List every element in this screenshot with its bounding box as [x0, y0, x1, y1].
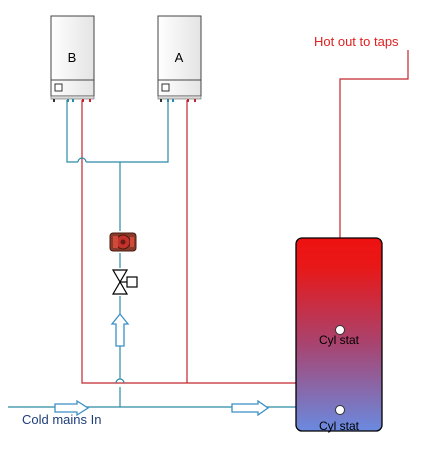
- cyl-stat-lower-label: Cyl stat: [319, 419, 360, 433]
- motorised-valve: [111, 269, 138, 295]
- boiler-b-label: B: [68, 50, 77, 65]
- circulating-pump: [109, 232, 137, 252]
- hot-out-pipe: [339, 50, 409, 240]
- cyl-stat-lower-sensor: [335, 405, 345, 415]
- riser-up-arrow: [110, 312, 130, 347]
- cold-manifold: [86, 100, 169, 163]
- hot-water-cylinder: Cyl stat Cyl stat: [295, 237, 383, 433]
- pipe-crossover-main: [115, 378, 125, 384]
- cylinder-feed-arrow: [231, 399, 270, 417]
- flow-arrows: [54, 312, 270, 417]
- boiler-b-hot-pipe: [81, 100, 296, 384]
- boiler-a: A: [157, 15, 202, 102]
- inlet-arrow: [54, 399, 90, 417]
- pipe-crossover-b: [77, 157, 87, 163]
- cold-mains-label: Cold mains In: [22, 412, 101, 427]
- hot-pipework: [81, 50, 409, 384]
- cyl-stat-upper-label: Cyl stat: [319, 333, 360, 347]
- hot-out-label: Hot out to taps: [314, 34, 399, 49]
- cyl-stat-upper-sensor: [335, 325, 345, 335]
- boiler-b: B: [50, 15, 95, 102]
- boiler-b-cold-pipe: [66, 100, 78, 163]
- cold-pipework: [8, 100, 296, 408]
- boiler-a-label: A: [175, 50, 184, 65]
